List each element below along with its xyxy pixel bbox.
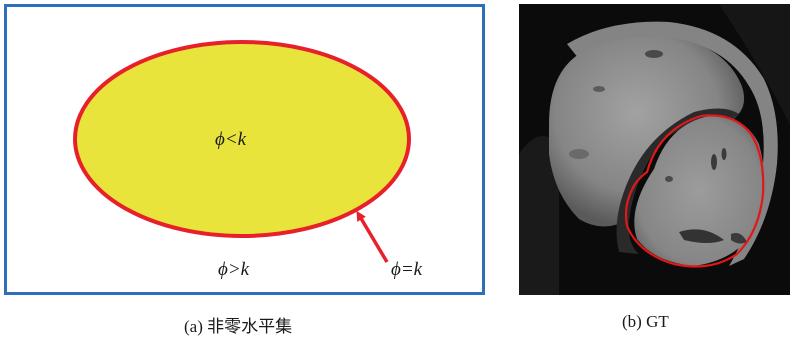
mri-image (519, 4, 790, 295)
caption-a: (a) 非零水平集 (184, 312, 292, 337)
boundary-arrow (359, 215, 387, 262)
caption-b: (b) GT (622, 312, 669, 332)
inside-region-label: ϕ<k (215, 129, 246, 151)
mri-slice (519, 4, 790, 295)
outside-region-label: ϕ>k (218, 259, 249, 281)
level-set-diagram: ϕ<k ϕ>k ϕ=k (4, 4, 485, 295)
boundary-label: ϕ=k (391, 259, 422, 281)
